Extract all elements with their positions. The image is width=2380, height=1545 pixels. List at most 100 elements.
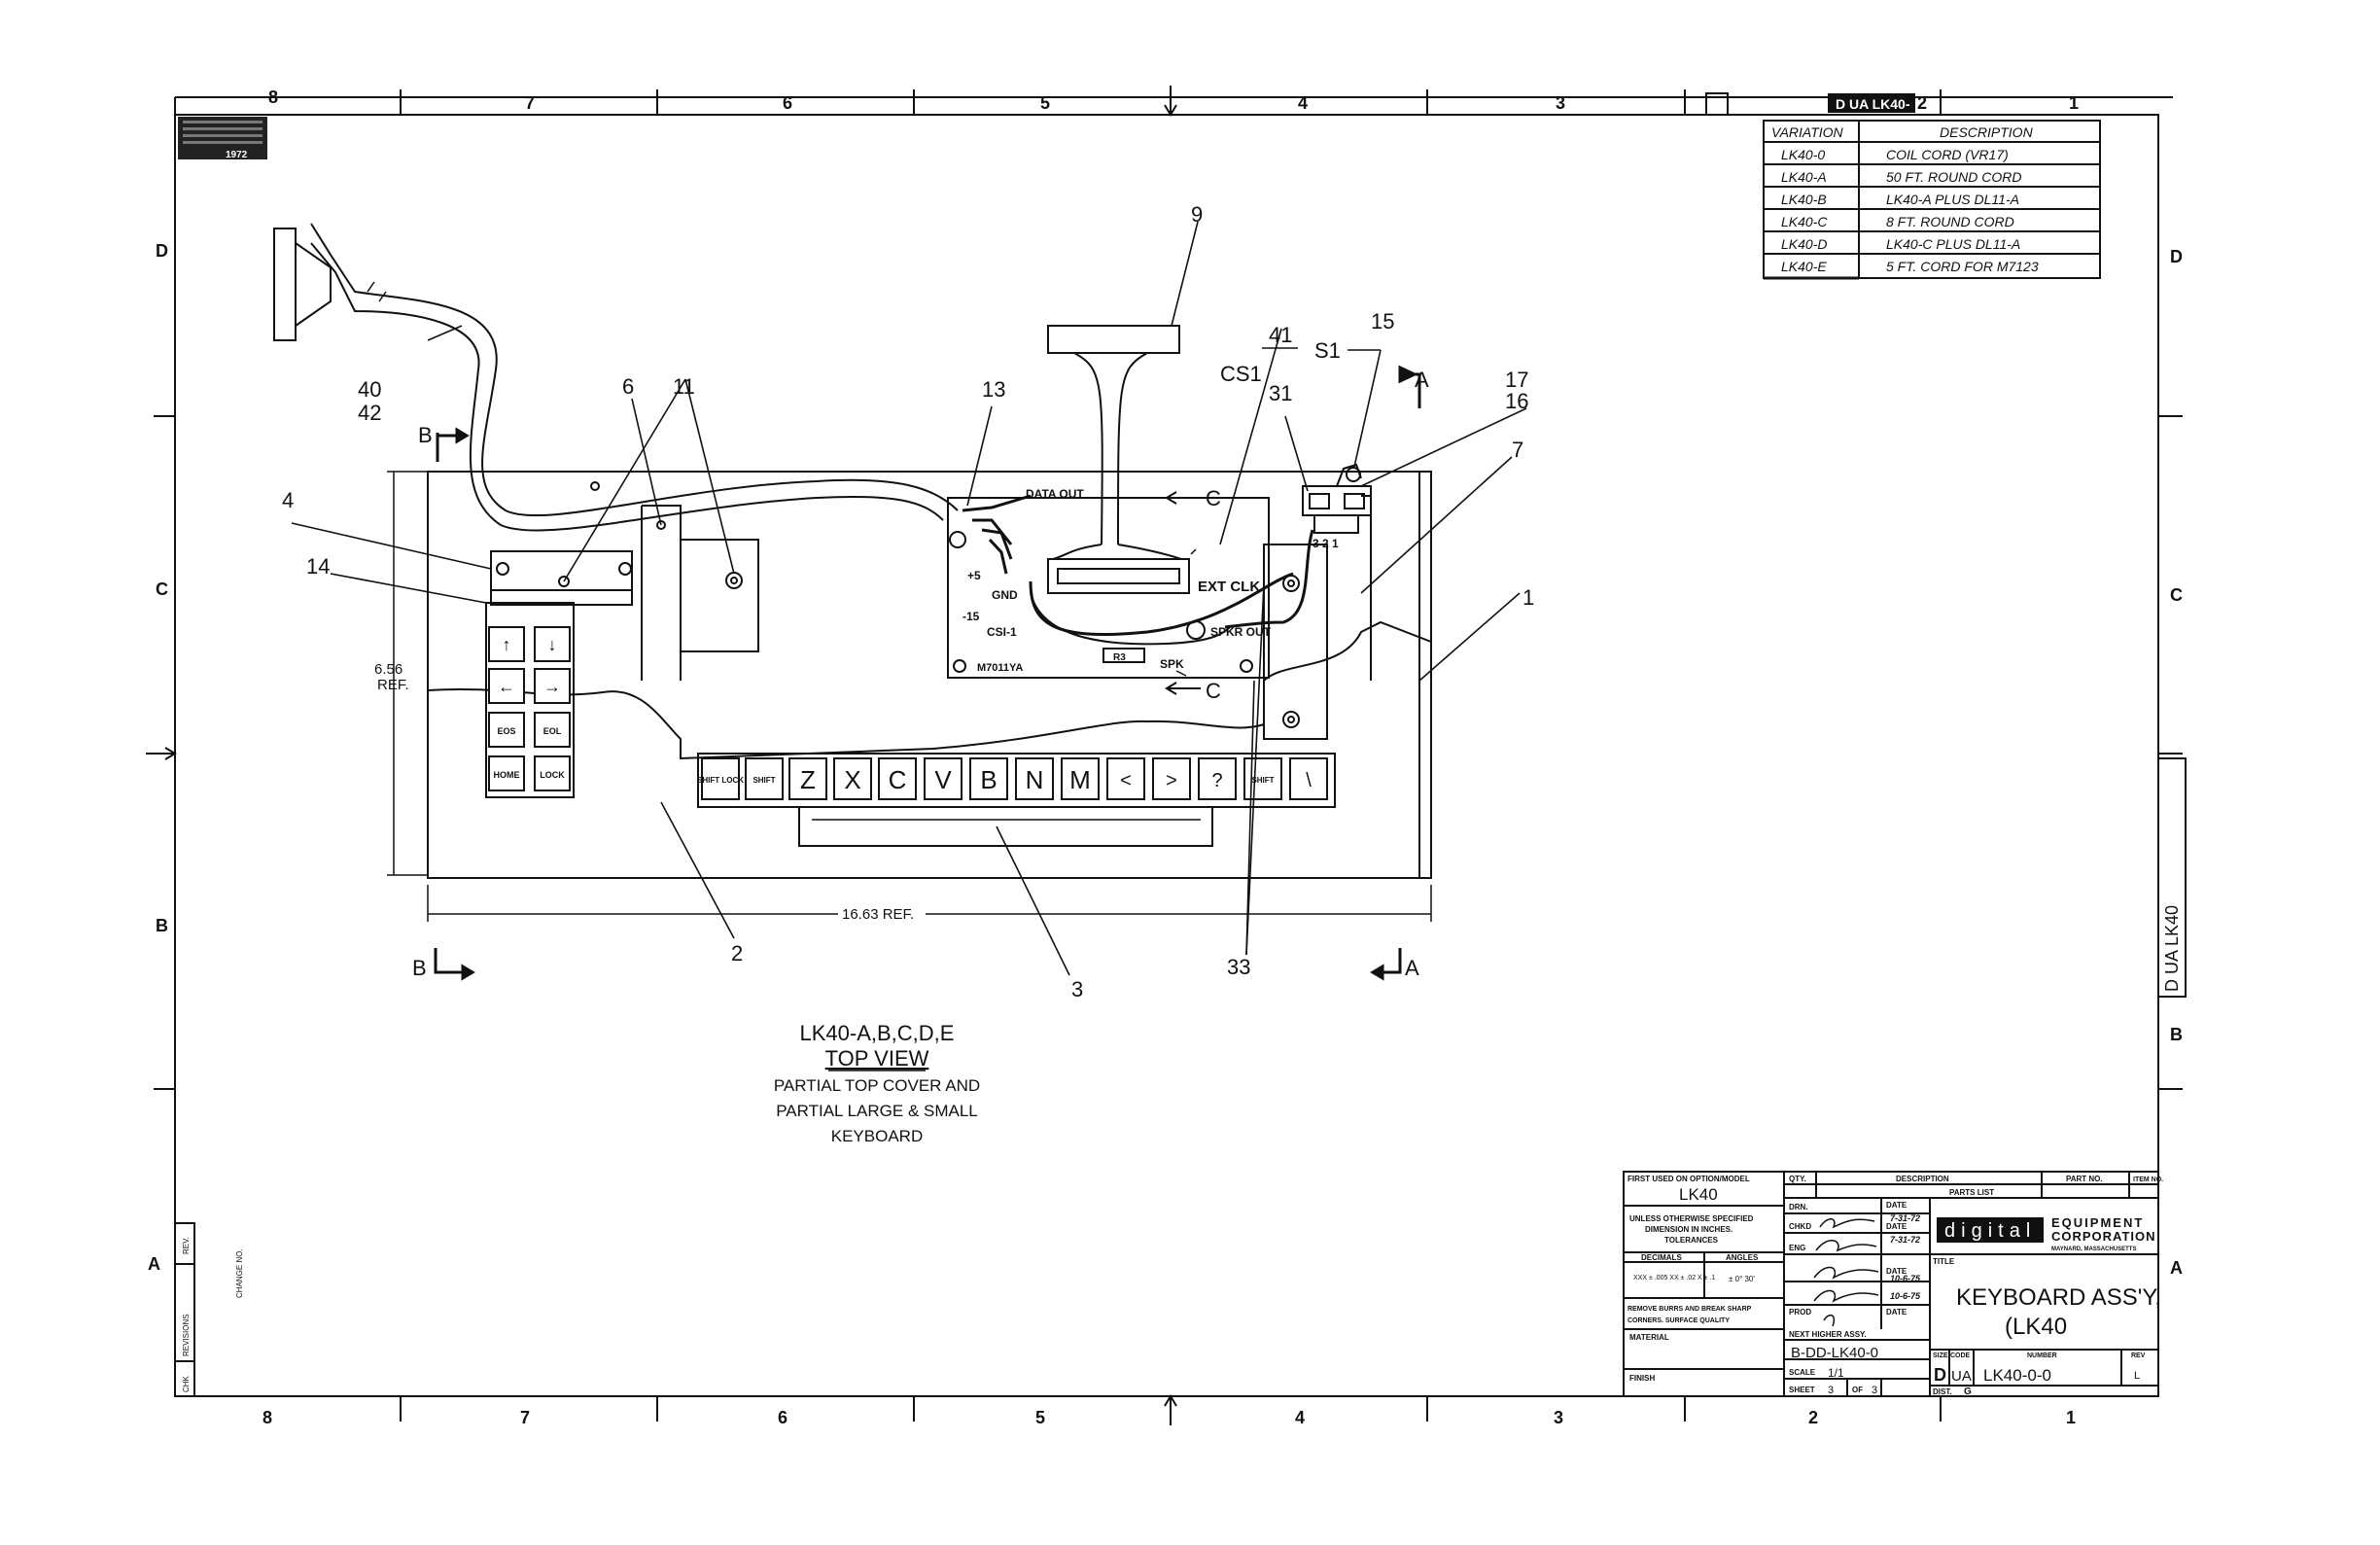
parts-list-label: PARTS LIST: [1949, 1188, 1994, 1197]
table-cell: LK40-D: [1781, 236, 1827, 252]
callout-40: 40: [358, 377, 381, 402]
board-labels: DATA OUT +5 GND -15 CSI-1 EXT CLK SPKR O…: [962, 487, 1339, 674]
variation-header: VARIATION: [1771, 124, 1844, 140]
label-ext-clk: EXT CLK: [1198, 579, 1260, 595]
table-cell: LK40-E: [1781, 259, 1827, 274]
callout-31: 31: [1269, 381, 1292, 405]
row-label-right-c: C: [2170, 585, 2183, 605]
table-cell: LK40-B: [1781, 192, 1827, 207]
first-used-label: FIRST USED ON OPTION/MODEL: [1628, 1175, 1750, 1183]
rev-label: REV: [2131, 1352, 2146, 1359]
section-b-top: B: [418, 423, 433, 447]
key-shift-right: SHIFT: [1251, 776, 1274, 785]
side-stamp: D UA LK40: [2162, 905, 2182, 992]
col-label-1: 1: [2069, 93, 2079, 113]
col-label-2: 2: [1917, 93, 1927, 113]
drawing-title-line1: KEYBOARD ASS'Y,: [1956, 1284, 2161, 1311]
key-v: V: [934, 765, 952, 794]
label-spkr-out: SPKR OUT: [1210, 625, 1272, 639]
col-label-3: 3: [1556, 93, 1565, 113]
table-cell: LK40-A PLUS DL11-A: [1886, 192, 2019, 207]
key-z: Z: [800, 765, 816, 794]
callout-33: 33: [1227, 955, 1250, 979]
leader-lines: [291, 221, 1527, 976]
key-left: ←: [498, 677, 515, 696]
view-title-top-view: TOP VIEW: [825, 1046, 929, 1071]
drawing-title-line2: (LK40: [2005, 1314, 2067, 1340]
view-title-line4: PARTIAL LARGE & SMALL: [776, 1102, 978, 1120]
angles-label: ANGLES: [1726, 1253, 1759, 1262]
number-value: LK40-0-0: [1983, 1366, 2051, 1385]
view-title-models: LK40-A,B,C,D,E: [800, 1021, 955, 1045]
rev-change-no: CHANGE NO.: [235, 1248, 244, 1298]
callout-1: 1: [1522, 585, 1534, 610]
border-frame: [174, 114, 2159, 1397]
col-label-bottom-2: 2: [1808, 1408, 1818, 1427]
company-corporation: CORPORATION: [2051, 1229, 2156, 1244]
corners-label: CORNERS. SURFACE QUALITY: [1628, 1317, 1730, 1324]
label-m7011ya: M7011YA: [977, 662, 1023, 674]
callout-15: 15: [1371, 309, 1394, 334]
date-label-2: DATE: [1886, 1222, 1908, 1231]
unless-label: UNLESS OTHERWISE SPECIFIED: [1629, 1214, 1754, 1223]
label-csi: CSI-1: [987, 625, 1017, 639]
company-logo: digital EQUIPMENT CORPORATION MAYNARD, M…: [1937, 1215, 2156, 1252]
revision-block: REVISIONS CHANGE NO. REV. CHK: [174, 1222, 244, 1397]
callout-cs1: CS1: [1220, 362, 1262, 386]
first-used-value: LK40: [1679, 1185, 1718, 1204]
keyboard-assembly: [273, 223, 1432, 879]
keyboard-chassis: [427, 471, 1432, 879]
label-pins: 3 2 1: [1312, 537, 1339, 550]
main-key-row: SHIFT LOCK SHIFT SHIFT Z X C V B N M < >…: [697, 753, 1336, 847]
dist-value: G: [1964, 1387, 1972, 1397]
callout-41: 41: [1269, 323, 1292, 347]
dim-height: 6.56: [374, 661, 402, 678]
small-keypad: ↑ ↓ ← → EOS EOL HOME LOCK: [488, 626, 571, 791]
sheet-label: SHEET: [1789, 1386, 1815, 1394]
col-label-8: 8: [268, 88, 278, 107]
dim-height-ref: REF.: [377, 677, 409, 693]
scale-label: SCALE: [1789, 1368, 1816, 1377]
svg-text:D UA LK40: D UA LK40: [2162, 905, 2182, 992]
dist-label: DIST.: [1933, 1387, 1952, 1396]
table-cell: LK40-C: [1781, 214, 1828, 229]
callout-14: 14: [306, 554, 330, 579]
code-label: CODE: [1950, 1352, 1971, 1359]
callout-13: 13: [982, 377, 1005, 402]
col-label-7: 7: [525, 93, 535, 113]
row-label-right-d: D: [2170, 247, 2183, 266]
key-c: C: [889, 765, 907, 794]
company-equipment: EQUIPMENT: [2051, 1215, 2144, 1230]
key-shift-lock: SHIFT LOCK: [697, 776, 744, 785]
view-title-line3: PARTIAL TOP COVER AND: [774, 1076, 980, 1095]
rev-value: L: [2134, 1370, 2140, 1382]
col-label-bottom-4: 4: [1295, 1408, 1305, 1427]
callout-4: 4: [282, 488, 294, 512]
rev-chk: CHK: [182, 1375, 191, 1392]
col-label-4: 4: [1298, 93, 1308, 113]
callout-2: 2: [731, 941, 743, 966]
key-eos: EOS: [497, 726, 515, 736]
section-c-top: C: [1206, 486, 1221, 510]
col-label-bottom-3: 3: [1554, 1408, 1563, 1427]
callout-42: 42: [358, 401, 381, 425]
table-cell: 50 FT. ROUND CORD: [1886, 169, 2022, 185]
table-cell: COIL CORD (VR17): [1886, 147, 2009, 162]
eng-label: ENG: [1789, 1244, 1805, 1252]
key-m: M: [1069, 765, 1091, 794]
callout-11: 11: [673, 374, 695, 399]
of-value: 3: [1872, 1385, 1877, 1396]
angle-value: ± 0° 30': [1729, 1275, 1755, 1283]
description-header: DESCRIPTION: [1940, 124, 2034, 140]
col-label-bottom-6: 6: [778, 1408, 788, 1427]
chkd-label: CHKD: [1789, 1222, 1811, 1231]
company-location: MAYNARD, MASSACHUSETTS: [2051, 1247, 2136, 1252]
coil-cord: [310, 223, 959, 517]
svg-text:D UA LK40-: D UA LK40-: [1836, 96, 1910, 112]
dim-inches-label: DIMENSION IN INCHES.: [1645, 1225, 1732, 1234]
remove-burrs-label: REMOVE BURRS AND BREAK SHARP: [1628, 1306, 1752, 1313]
table-cell: 5 FT. CORD FOR M7123: [1886, 259, 2039, 274]
speaker-wire: [1029, 572, 1294, 636]
table-cell: LK40-0: [1781, 147, 1825, 162]
dim-width: 16.63 REF.: [842, 906, 914, 923]
